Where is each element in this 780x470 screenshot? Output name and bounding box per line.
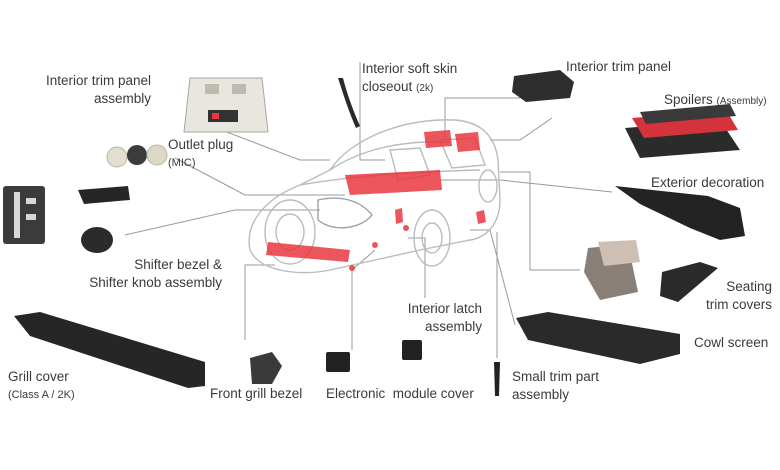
label-grill-cover: Grill cover (Class A / 2K) — [8, 369, 75, 401]
leader-line-latch — [408, 237, 426, 298]
label-interior-trim-panel-assembly: Interior trim panel assembly — [46, 73, 152, 106]
leader-line-interior-trim-panel — [444, 97, 520, 138]
leader-line-spoilers — [490, 117, 553, 141]
shifter-knob-round-part — [81, 227, 113, 253]
soft-skin-closeout-part — [338, 78, 360, 128]
small-trim-part — [494, 362, 500, 396]
highlight-latch-dot — [403, 225, 409, 231]
label-shifter: Shifter bezel & Shifter knob assembly — [89, 257, 222, 290]
latch-part — [402, 340, 422, 360]
spoilers-part — [625, 104, 740, 158]
highlight-bezel-dot — [349, 265, 355, 271]
label-interior-latch: Interior latch assembly — [407, 301, 482, 334]
label-interior-trim-panel: Interior trim panel — [566, 59, 672, 74]
highlight-seat — [424, 130, 452, 148]
label-outlet-plug: Outlet plug (MIC) — [168, 137, 234, 169]
leader-lines — [124, 62, 613, 358]
outlet-plug-parts — [106, 144, 168, 168]
leader-line-front-grill — [244, 264, 275, 340]
electronic-module-cover-part — [326, 352, 350, 372]
label-spoilers: Spoilers (Assembly) — [664, 92, 767, 107]
cowl-screen-part — [516, 312, 680, 364]
leader-line-exterior-decoration — [440, 179, 613, 193]
overhead-console-part — [183, 77, 269, 133]
car-highlights — [266, 130, 486, 271]
leader-line-outlet-plug — [174, 157, 345, 196]
shifter-knob-part — [78, 186, 130, 204]
highlight-dashboard — [345, 170, 442, 195]
interior-trim-panel-part — [512, 70, 574, 102]
leader-line-soft-skin — [359, 62, 385, 161]
highlight-grill-cover — [266, 242, 350, 262]
label-electronic-module-cover: Electronic module cover — [326, 386, 474, 401]
label-small-trim-part: Small trim part assembly — [512, 369, 600, 402]
label-interior-soft-skin: Interior soft skin closeout (2k) — [362, 61, 458, 94]
label-exterior-decoration: Exterior decoration — [651, 175, 765, 190]
leader-line-shifter — [124, 209, 320, 236]
front-grill-bezel-part — [250, 352, 282, 384]
label-seating-trim: Seating trim covers — [705, 279, 772, 312]
highlight-module-dot — [372, 242, 378, 248]
shifter-bezel-part — [3, 186, 45, 244]
highlight-seat-rear — [455, 132, 480, 152]
seating-trim-parts — [584, 240, 718, 302]
leader-line-seating — [500, 171, 580, 271]
grill-cover-part — [14, 312, 205, 388]
label-front-grill-bezel: Front grill bezel — [210, 386, 303, 401]
exterior-decoration-part — [615, 186, 745, 240]
label-cowl-screen: Cowl screen — [694, 335, 769, 350]
